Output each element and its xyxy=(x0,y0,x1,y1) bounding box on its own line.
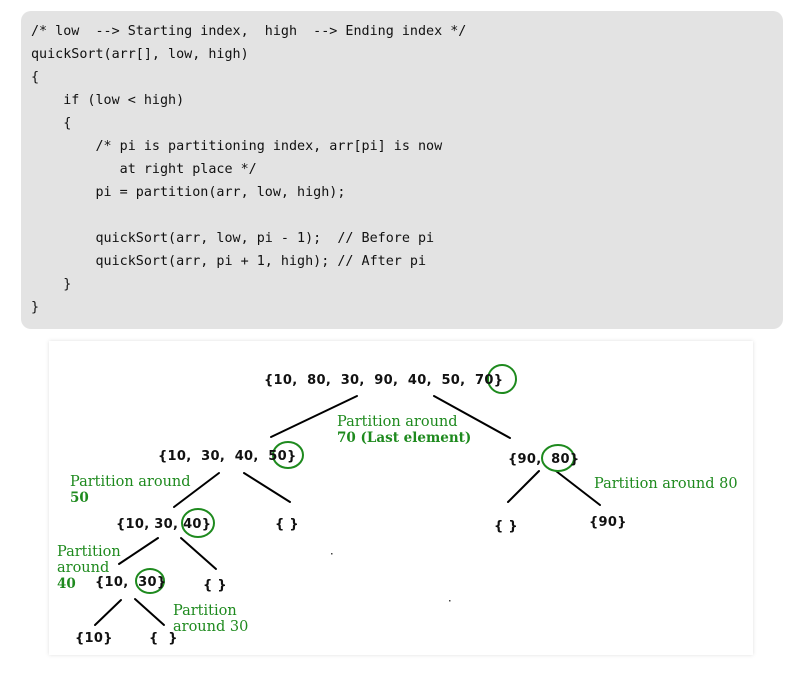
note-root-line1: Partition around xyxy=(337,414,458,430)
tree-edges xyxy=(94,395,601,626)
speck xyxy=(331,553,333,555)
note-lll-line2: around 30 xyxy=(173,619,248,635)
edge-ll-llr xyxy=(180,537,217,570)
node-root: {10, 80, 30, 90, 40, 50, 70} xyxy=(264,373,503,388)
code-line: /* pi is partitioning index, arr[pi] is … xyxy=(31,139,443,154)
speck xyxy=(449,600,451,602)
code-line: /* low --> Starting index, high --> Endi… xyxy=(31,24,467,39)
node-left: {10, 30, 40, 50} xyxy=(158,449,297,464)
note-ll-line1: Partition xyxy=(57,544,121,560)
code-line: if (low < high) xyxy=(31,93,185,108)
node-right-right: {90} xyxy=(589,515,627,530)
node-lll-right: { } xyxy=(149,631,178,646)
edge-ll-lll xyxy=(118,537,159,565)
edge-root-right xyxy=(433,395,511,439)
code-line: pi = partition(arr, low, high); xyxy=(31,185,346,200)
pseudocode-block: /* low --> Starting index, high --> Endi… xyxy=(21,11,783,329)
edge-right-rr xyxy=(555,470,601,506)
pivot-circle-30 xyxy=(135,568,165,594)
note-left-line2: 50 xyxy=(70,490,89,506)
code-line: quickSort(arr[], low, high) xyxy=(31,47,249,62)
code-line: quickSort(arr, pi + 1, high); // After p… xyxy=(31,254,427,269)
edge-right-rl xyxy=(507,470,540,503)
edge-root-left xyxy=(270,395,358,438)
note-right-line1: Partition around 80 xyxy=(594,476,738,492)
node-left-right: { } xyxy=(275,517,299,532)
pivot-circle-80 xyxy=(541,444,575,472)
edge-lll-left xyxy=(94,599,122,626)
code-line: { xyxy=(31,116,72,131)
edge-lll-right xyxy=(134,598,165,626)
edge-left-lr xyxy=(243,472,291,503)
note-ll-line3: 40 xyxy=(57,576,76,592)
node-ll-right: { } xyxy=(203,578,227,593)
node-left-left: {10, 30, 40} xyxy=(116,517,211,532)
code-line: at right place */ xyxy=(31,162,257,177)
node-right-left: { } xyxy=(494,519,518,534)
note-left-line1: Partition around xyxy=(70,474,191,490)
pivot-circle-70 xyxy=(487,364,517,394)
pivot-circle-50 xyxy=(272,441,304,469)
node-right: {90, 80} xyxy=(508,452,579,467)
note-ll-line2: around xyxy=(57,560,109,576)
node-ll-left: {10, 30} xyxy=(95,575,166,590)
code-line: } xyxy=(31,277,72,292)
note-root-line2: 70 (Last element) xyxy=(337,430,471,446)
code-line: } xyxy=(31,300,40,315)
note-lll-line1: Partition xyxy=(173,603,237,619)
code-line: quickSort(arr, low, pi - 1); // Before p… xyxy=(31,231,435,246)
edge-left-ll xyxy=(173,472,220,508)
node-lll-left: {10} xyxy=(75,631,113,646)
pivot-circles xyxy=(135,364,575,594)
pivot-circle-40 xyxy=(181,508,215,538)
quicksort-tree-card xyxy=(49,341,753,655)
code-line: { xyxy=(31,70,40,85)
